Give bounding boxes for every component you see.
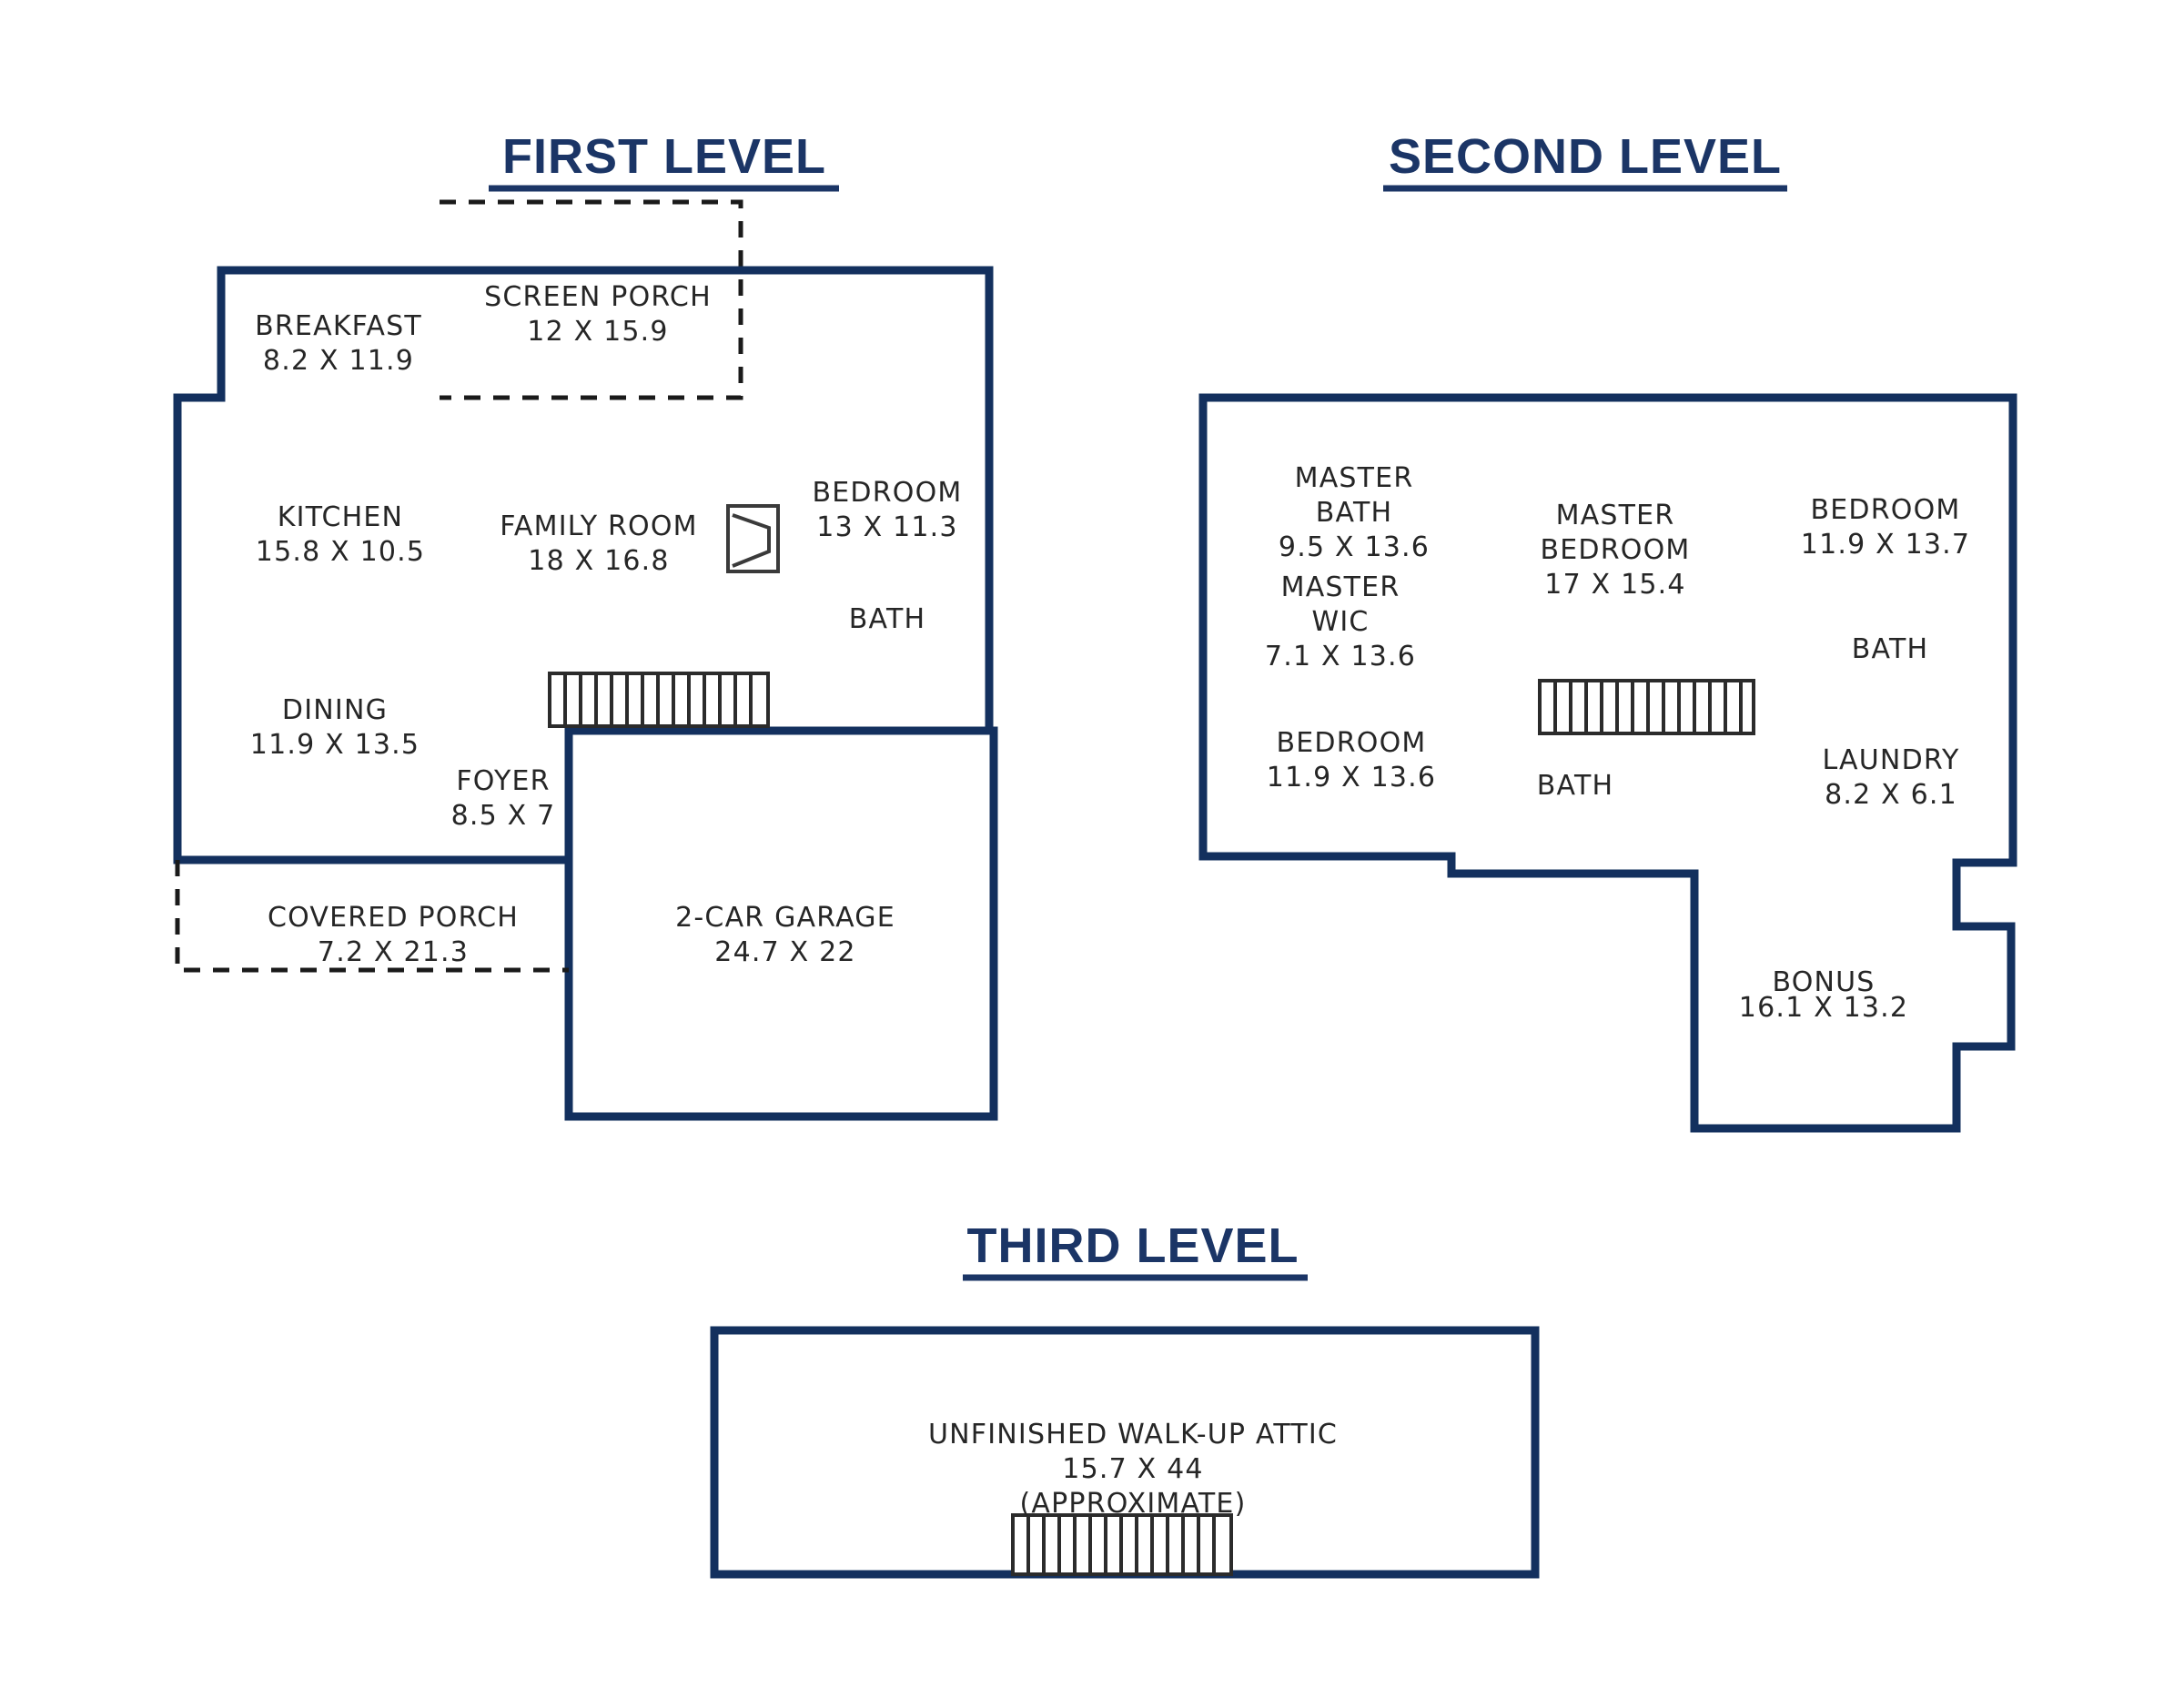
room-label-master-bath-line2: BATH <box>1316 497 1392 529</box>
third-level-title: THIRD LEVEL <box>966 1218 1299 1273</box>
room-dims-master-bedroom: 17 X 15.4 <box>1544 569 1685 601</box>
room-label-covered-porch: COVERED PORCH <box>268 902 519 934</box>
first-level-labels: BREAKFAST 8.2 X 11.9 SCREEN PORCH 12 X 1… <box>250 281 963 968</box>
room-label-garage: 2-CAR GARAGE <box>675 902 895 934</box>
room-dims-bedroom-2: 11.9 X 13.7 <box>1801 529 1970 561</box>
room-label-master-wic: MASTER <box>1281 571 1400 603</box>
room-dims-master-bath: 9.5 X 13.6 <box>1279 531 1430 563</box>
room-label-foyer: FOYER <box>456 765 550 797</box>
room-label-bedroom-1: BEDROOM <box>813 477 963 509</box>
room-dims-master-wic: 7.1 X 13.6 <box>1265 641 1416 672</box>
first-level-group: FIRST LEVEL <box>173 129 998 1121</box>
room-label-kitchen: KITCHEN <box>278 501 403 533</box>
third-level-exterior-wall <box>710 1326 1540 1579</box>
room-label-bedroom-3: BEDROOM <box>1277 727 1427 759</box>
second-level-title: SECOND LEVEL <box>1389 129 1782 184</box>
second-level-labels: MASTER BATH 9.5 X 13.6 MASTER WIC 7.1 X … <box>1265 462 1970 1024</box>
room-label-bath-1: BATH <box>849 603 925 635</box>
room-dims-bonus: 16.1 X 13.2 <box>1739 992 1908 1024</box>
room-label-laundry: LAUNDRY <box>1822 744 1959 776</box>
room-note-attic: (APPROXIMATE) <box>1019 1488 1246 1520</box>
stairs-icon-third <box>1011 1513 1233 1576</box>
garage-wall <box>564 726 998 1121</box>
room-label-bath-3: BATH <box>1537 770 1613 802</box>
screen-porch-outline <box>440 199 743 400</box>
room-dims-family-room: 18 X 16.8 <box>528 545 669 577</box>
room-dims-attic: 15.7 X 44 <box>1062 1453 1203 1485</box>
room-label-dining: DINING <box>282 694 388 726</box>
room-label-master-bedroom-line2: BEDROOM <box>1541 534 1691 566</box>
room-label-master-wic-line2: WIC <box>1311 606 1369 638</box>
room-dims-dining: 11.9 X 13.5 <box>250 729 420 761</box>
second-level-group: SECOND LEVEL MASTER <box>1198 129 2017 1133</box>
room-label-attic: UNFINISHED WALK-UP ATTIC <box>928 1419 1338 1450</box>
room-label-master-bath: MASTER <box>1295 462 1414 494</box>
room-dims-laundry: 8.2 X 6.1 <box>1825 779 1957 811</box>
room-dims-bedroom-3: 11.9 X 13.6 <box>1267 762 1436 793</box>
room-dims-screen-porch: 12 X 15.9 <box>527 316 668 348</box>
room-label-bonus: BONUS <box>1772 966 1875 998</box>
third-level-group: THIRD LEVEL UNFINISHED <box>710 1218 1540 1579</box>
room-dims-garage: 24.7 X 22 <box>714 936 855 968</box>
stairs-icon-first <box>548 672 770 728</box>
fireplace-icon <box>726 504 780 573</box>
third-level-labels: UNFINISHED WALK-UP ATTIC 15.7 X 44 (APPR… <box>928 1419 1338 1520</box>
room-dims-foyer: 8.5 X 7 <box>451 800 556 832</box>
room-dims-covered-porch: 7.2 X 21.3 <box>318 936 469 968</box>
room-label-breakfast: BREAKFAST <box>255 310 422 342</box>
room-dims-kitchen: 15.8 X 10.5 <box>256 536 425 568</box>
room-dims-bedroom-1: 13 X 11.3 <box>816 511 957 543</box>
room-label-bath-2: BATH <box>1852 633 1928 665</box>
covered-porch-outline <box>175 860 569 973</box>
stairs-icon-second <box>1538 679 1755 735</box>
room-label-bedroom-2: BEDROOM <box>1811 494 1961 526</box>
room-label-screen-porch: SCREEN PORCH <box>484 281 712 313</box>
second-level-exterior-wall <box>1198 393 2017 1133</box>
first-level-title: FIRST LEVEL <box>502 129 826 184</box>
room-label-master-bedroom: MASTER <box>1556 500 1675 531</box>
room-label-family-room: FAMILY ROOM <box>500 510 698 542</box>
room-dims-breakfast: 8.2 X 11.9 <box>263 345 414 377</box>
